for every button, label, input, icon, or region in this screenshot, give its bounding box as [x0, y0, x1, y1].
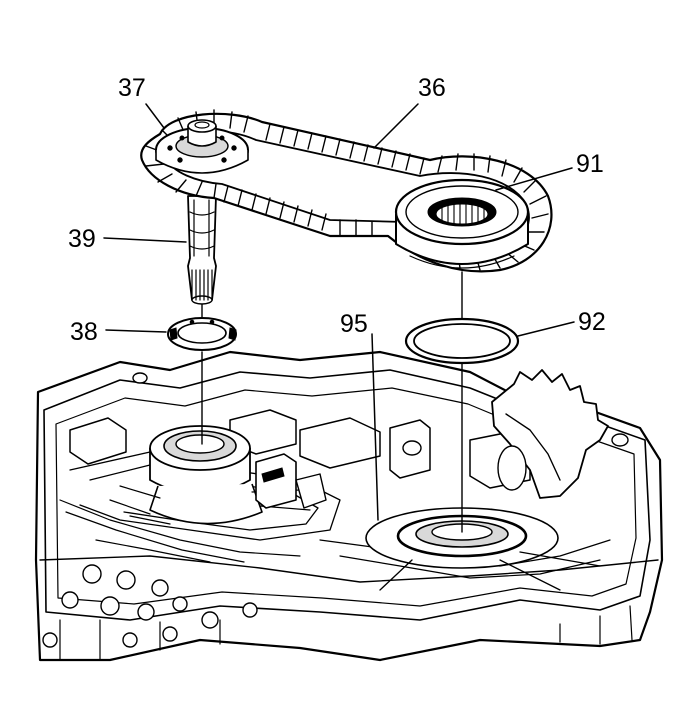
thrust-bearing-pocket [365, 507, 601, 591]
leader-lines [103, 103, 575, 521]
sprocket-shaft [187, 195, 217, 305]
callout-95: 95 [340, 310, 368, 338]
callout-37: 37 [118, 74, 146, 102]
snap-ring [167, 317, 237, 351]
callout-36: 36 [418, 74, 446, 102]
case-housing [34, 350, 664, 662]
thrust-washer [404, 317, 520, 365]
callout-91: 91 [576, 150, 604, 178]
callout-labels: 37 36 91 39 38 95 92 [68, 74, 606, 346]
shaft-bearing-pocket [109, 425, 311, 525]
callout-92: 92 [578, 308, 606, 336]
drive-sprocket [155, 119, 249, 174]
driven-sprocket [394, 178, 530, 269]
callout-39: 39 [68, 225, 96, 253]
callout-38: 38 [70, 318, 98, 346]
